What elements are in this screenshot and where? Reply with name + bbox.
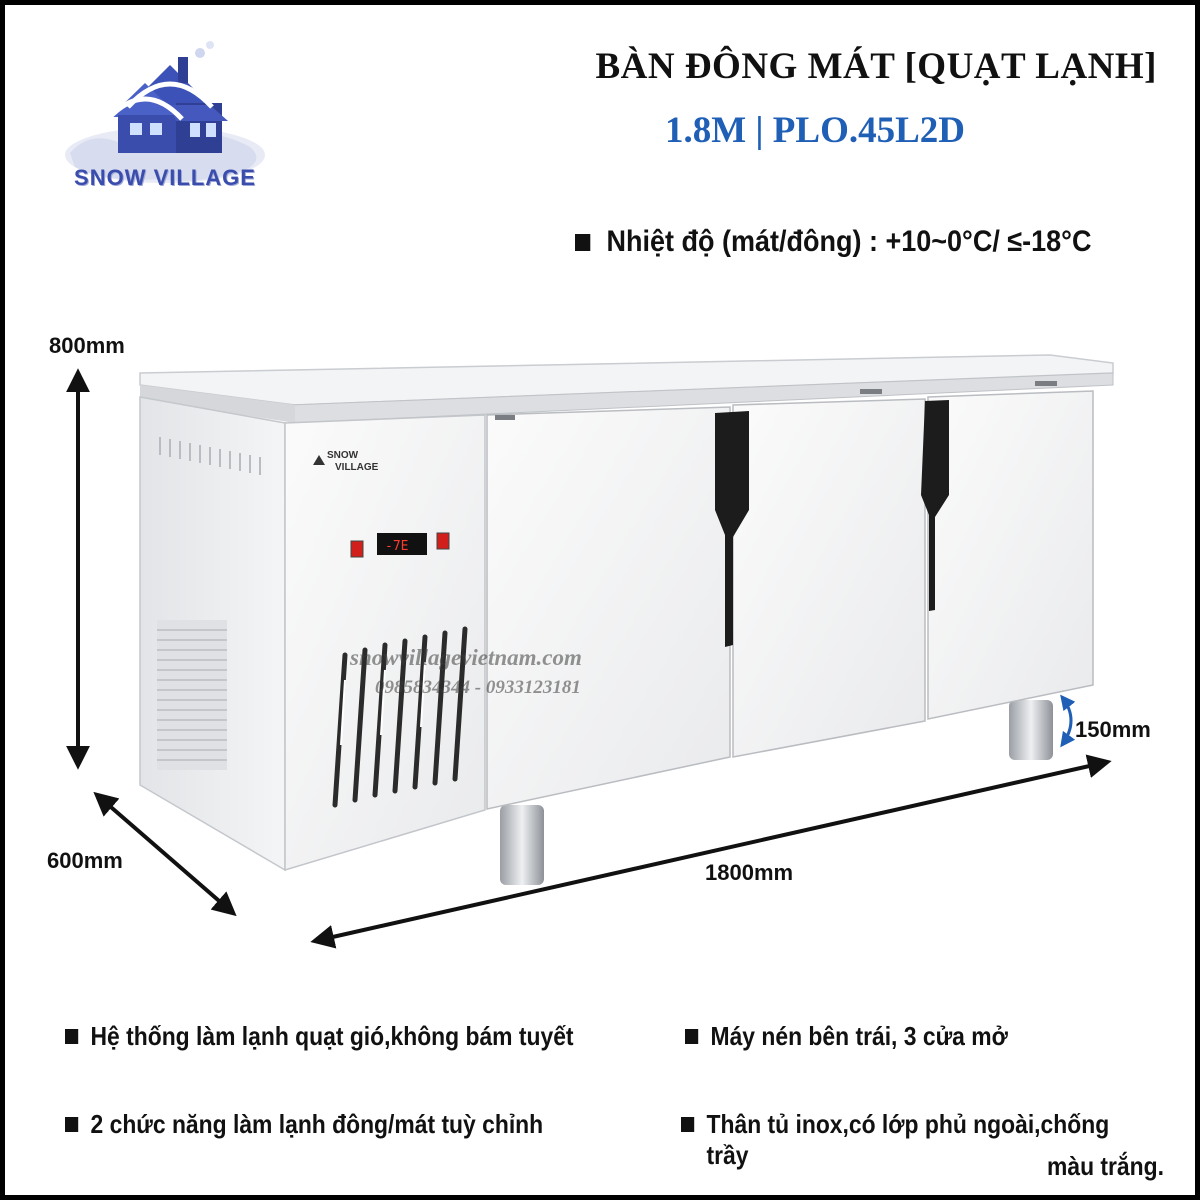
product-title: BÀN ĐÔNG MÁT [QUẠT LẠNH] (595, 46, 1157, 87)
feature-dual-function: 2 chức năng làm lạnh đông/mát tuỳ chỉnh (65, 1109, 543, 1140)
feature-text: 2 chức năng làm lạnh đông/mát tuỳ chỉnh (90, 1109, 544, 1139)
bullet-icon (575, 233, 591, 251)
watermark-phones: 0985834344 - 0933123181 (375, 677, 581, 698)
controller-display: -7E (385, 539, 408, 554)
door-1 (486, 406, 731, 810)
feature-text: màu trắng. (1047, 1151, 1164, 1181)
leg-height-label: 150mm (1075, 717, 1151, 742)
door-3 (927, 390, 1094, 720)
temperature-controller (377, 533, 427, 555)
watermark-website: snowvillagevietnam.com (350, 645, 582, 670)
product-model: 1.8M | PLO.45L2D (664, 110, 966, 151)
feature-text: Thân tủ inox,có lớp phủ ngoài,chống trầy (706, 1109, 1110, 1170)
temperature-spec: Nhiệt độ (mát/đông) : +10~0°C/ ≤-18°C (575, 225, 1115, 259)
bullet-icon (65, 1117, 79, 1132)
bullet-icon (65, 1029, 79, 1044)
leg-front-left (500, 805, 544, 885)
feature-cooling-system: Hệ thống làm lạnh quạt gió,không bám tuy… (65, 1021, 574, 1052)
feature-text: Hệ thống làm lạnh quạt gió,không bám tuy… (90, 1021, 574, 1051)
power-switch-left (350, 540, 364, 558)
leg-height-arrow (1060, 694, 1076, 748)
brand-name: SNOW VILLAGE (74, 165, 256, 190)
leg-back-right (1009, 700, 1053, 760)
small-logo: SNOW VILLAGE (313, 450, 379, 473)
door-handle-1 (715, 411, 749, 647)
feature-compressor: Máy nén bên trái, 3 cửa mở (685, 1021, 1008, 1052)
bullet-icon (685, 1029, 699, 1044)
width-arrow (310, 754, 1112, 949)
depth-arrow (93, 791, 237, 917)
fridge-illustration: -7E SNOW VILLAGE (66, 354, 1114, 949)
bullet-icon (681, 1117, 695, 1132)
height-label: 800mm (49, 333, 125, 358)
temperature-text: Nhiệt độ (mát/đông) : +10~0°C/ ≤-18°C (606, 225, 1092, 258)
power-switch-right (436, 532, 450, 550)
door-2 (732, 398, 926, 758)
feature-text: Máy nén bên trái, 3 cửa mở (710, 1021, 1008, 1051)
svg-text:VILLAGE: VILLAGE (335, 462, 379, 473)
door-handle-2 (921, 400, 949, 611)
svg-text:SNOW: SNOW (327, 450, 359, 461)
feature-body: Thân tủ inox,có lớp phủ ngoài,chống trầy (681, 1109, 1133, 1171)
snow-village-logo (65, 41, 265, 183)
feature-body-color: màu trắng. (1047, 1151, 1164, 1182)
